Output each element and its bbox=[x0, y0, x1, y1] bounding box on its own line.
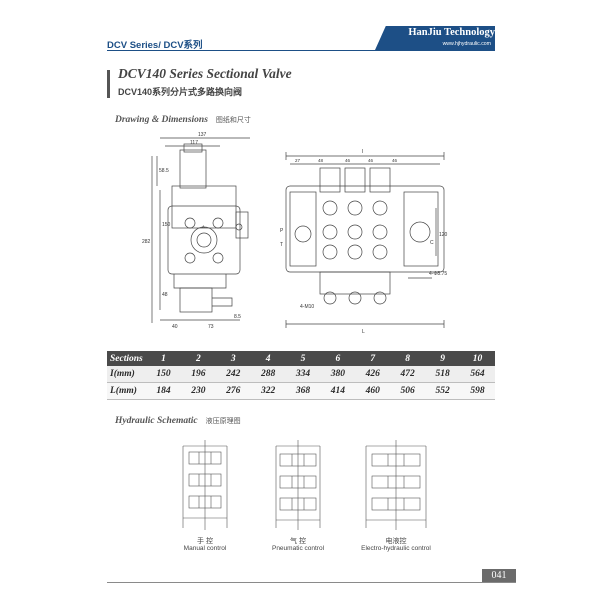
table-cell: 288 bbox=[250, 366, 286, 383]
table-row: L(mm) 184 230 276 322 368 414 460 506 55… bbox=[107, 382, 495, 400]
dim-282: 282 bbox=[142, 239, 151, 245]
header-series-label: DCV Series/ DCV系列 bbox=[107, 40, 203, 51]
table-cell: 196 bbox=[180, 366, 216, 383]
drawing-heading-cn: 图纸和尺寸 bbox=[215, 117, 251, 124]
table-cell: 150 bbox=[146, 366, 181, 383]
dim-58-5: 58.5 bbox=[159, 168, 169, 174]
dim-27: 27 bbox=[295, 158, 301, 163]
schematic-heading-cn: 液压原理图 bbox=[205, 418, 241, 425]
table-row: Sections 1 2 3 4 5 6 7 8 9 10 bbox=[107, 351, 495, 366]
table-header-cell: 4 bbox=[250, 351, 286, 366]
table-cell: 380 bbox=[320, 366, 356, 383]
brand-name: HanJiu Technology bbox=[408, 27, 495, 38]
table-cell: 460 bbox=[355, 382, 391, 400]
manual-caption-en: Manual control bbox=[183, 545, 227, 552]
table-cell: 184 bbox=[146, 382, 181, 400]
table-cell: 414 bbox=[320, 382, 356, 400]
table-header-label: Sections bbox=[107, 351, 146, 366]
pneumatic-caption-en: Pneumatic control bbox=[271, 545, 325, 552]
dim-120: 120 bbox=[439, 232, 448, 238]
table-cell: 552 bbox=[425, 382, 461, 400]
table-header-cell: 7 bbox=[355, 351, 391, 366]
page-title: DCV140 Series Sectional Valve bbox=[118, 66, 292, 81]
table-cell: 242 bbox=[215, 366, 251, 383]
front-view bbox=[285, 152, 445, 328]
electro-caption-cn: 电液控 bbox=[385, 538, 407, 545]
row-label-L: L(mm) bbox=[107, 382, 146, 400]
manual-caption-cn: 手 控 bbox=[197, 538, 213, 545]
schematic-section-heading: Hydraulic Schematic 液压原理图 bbox=[115, 410, 241, 428]
dim-117: 117 bbox=[190, 140, 198, 146]
dim-hole: 4-Φ8.75 bbox=[429, 271, 447, 277]
drawing-heading-en: Drawing & Dimensions bbox=[115, 115, 208, 125]
table-cell: 426 bbox=[355, 366, 391, 383]
table-header-cell: 2 bbox=[180, 351, 216, 366]
side-view bbox=[151, 137, 250, 323]
dim-46-a: 46 bbox=[345, 158, 351, 163]
pneumatic-caption-cn: 气 控 bbox=[290, 538, 306, 545]
dim-150: 150 bbox=[162, 222, 171, 228]
page-title-chinese: DCV140系列分片式多路换向阀 bbox=[118, 87, 243, 97]
electro-hydraulic-control-schematic bbox=[365, 440, 427, 530]
row-label-I: I(mm) bbox=[107, 366, 146, 383]
table-cell: 564 bbox=[460, 366, 495, 383]
port-P: P bbox=[280, 228, 284, 234]
brand-url: www.hjhydraulic.com bbox=[442, 41, 491, 47]
table-cell: 322 bbox=[250, 382, 286, 400]
drawing-section-heading: Drawing & Dimensions 图纸和尺寸 bbox=[115, 109, 251, 127]
dim-8-5: 8.5 bbox=[234, 314, 241, 320]
table-cell: 334 bbox=[285, 366, 321, 383]
brand-banner bbox=[375, 26, 495, 50]
table-header-cell: 8 bbox=[390, 351, 426, 366]
dim-48-front: 48 bbox=[318, 158, 324, 163]
dim-46-c: 46 bbox=[392, 158, 398, 163]
dim-48: 48 bbox=[162, 292, 168, 298]
port-A: A bbox=[202, 224, 205, 229]
footer-rule bbox=[107, 582, 516, 583]
dim-137: 137 bbox=[198, 132, 207, 138]
dim-L: L bbox=[362, 329, 365, 335]
table-cell: 276 bbox=[215, 382, 251, 400]
table-cell: 598 bbox=[460, 382, 495, 400]
sections-table: Sections 1 2 3 4 5 6 7 8 9 10 I(mm) 150 … bbox=[107, 351, 495, 400]
table-row: I(mm) 150 196 242 288 334 380 426 472 51… bbox=[107, 366, 495, 383]
port-C: C bbox=[430, 240, 434, 246]
table-header-cell: 1 bbox=[146, 351, 181, 366]
schematic-heading-en: Hydraulic Schematic bbox=[115, 416, 198, 426]
pneumatic-control-schematic bbox=[275, 440, 321, 530]
page-number: 041 bbox=[482, 569, 516, 582]
manual-control-schematic bbox=[182, 440, 228, 530]
table-cell: 368 bbox=[285, 382, 321, 400]
valve-dimension-drawing: 137 117 58.5 150 282 48 40 73 8.5 I 27 4… bbox=[142, 132, 448, 335]
dim-46-b: 46 bbox=[368, 158, 374, 163]
header-rule bbox=[107, 50, 495, 51]
table-cell: 506 bbox=[390, 382, 426, 400]
dim-40: 40 bbox=[172, 324, 178, 330]
dim-73: 73 bbox=[208, 324, 214, 330]
electro-caption-en: Electro-hydraulic control bbox=[361, 545, 431, 552]
table-cell: 518 bbox=[425, 366, 461, 383]
table-cell: 230 bbox=[180, 382, 216, 400]
table-header-cell: 6 bbox=[320, 351, 356, 366]
table-header-cell: 9 bbox=[425, 351, 461, 366]
port-T: T bbox=[280, 242, 283, 248]
table-cell: 472 bbox=[390, 366, 426, 383]
dim-I: I bbox=[362, 149, 363, 155]
table-header-cell: 5 bbox=[285, 351, 321, 366]
dim-port: 4-M10 bbox=[300, 304, 314, 310]
table-header-cell: 10 bbox=[460, 351, 495, 366]
table-header-cell: 3 bbox=[215, 351, 251, 366]
title-accent-bar bbox=[107, 70, 110, 98]
